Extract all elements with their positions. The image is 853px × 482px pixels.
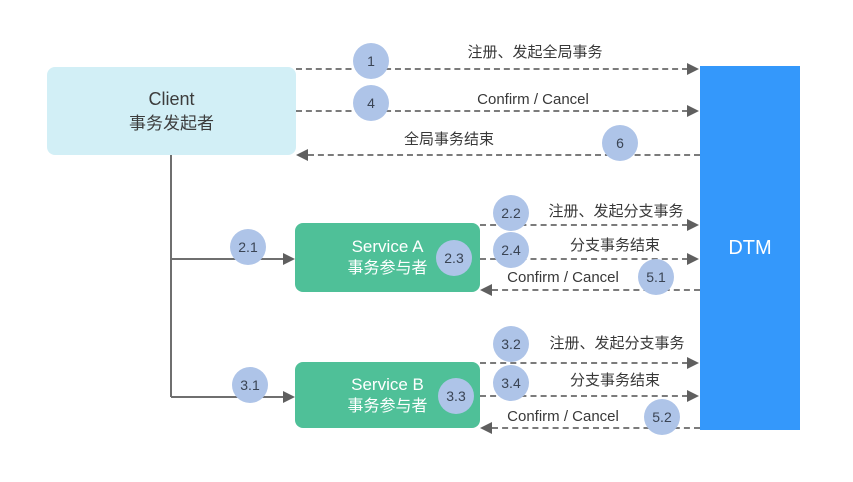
- arrowhead-right-icon: [687, 63, 699, 75]
- service-b-title: Service B: [351, 374, 424, 394]
- arrowhead-right-icon: [687, 105, 699, 117]
- arrowhead-right-icon: [687, 219, 699, 231]
- step-badge-4: 4: [353, 85, 389, 121]
- step-badge-2-4: 2.4: [493, 232, 529, 268]
- label-branch-finished-a: 分支事务结束: [569, 237, 661, 254]
- label-confirm-cancel-b: Confirm / Cancel: [507, 408, 619, 425]
- arrowhead-left-icon: [480, 422, 492, 434]
- label-global-finished: 全局事务结束: [403, 131, 495, 148]
- label-branch-finished-b: 分支事务结束: [569, 372, 661, 389]
- flow-line-confirm-cancel-a: [492, 289, 700, 291]
- arrowhead-left-icon: [480, 284, 492, 296]
- arrowhead-right-icon: [687, 357, 699, 369]
- arrowhead-right-icon: [283, 253, 295, 265]
- flow-line-register-global: [296, 68, 688, 70]
- step-badge-3-2: 3.2: [493, 326, 529, 362]
- label-register-branch-a: 注册、发起分支事务: [548, 203, 684, 220]
- label-register-global: 注册、发起全局事务: [467, 44, 603, 61]
- step-badge-5-1: 5.1: [638, 259, 674, 295]
- node-client: Client 事务发起者: [47, 67, 296, 155]
- label-confirm-cancel-a: Confirm / Cancel: [507, 269, 619, 286]
- step-badge-2-3: 2.3: [436, 240, 472, 276]
- service-b-subtitle: 事务参与者: [347, 397, 428, 415]
- step-badge-1: 1: [353, 43, 389, 79]
- label-confirm-cancel-global: Confirm / Cancel: [477, 91, 589, 108]
- flow-line-register-branch-a: [480, 224, 688, 226]
- node-dtm: DTM: [700, 66, 800, 430]
- flow-line-branch-finished-b: [480, 395, 688, 397]
- step-badge-3-3: 3.3: [438, 378, 474, 414]
- flow-line-register-branch-b: [480, 362, 688, 364]
- arrowhead-right-icon: [687, 390, 699, 402]
- step-badge-2-1: 2.1: [230, 229, 266, 265]
- client-title: Client: [148, 88, 195, 109]
- service-a-title: Service A: [351, 237, 424, 256]
- branch-line-to-service-b: [171, 396, 284, 398]
- step-badge-2-2: 2.2: [493, 195, 529, 231]
- step-badge-3-4: 3.4: [493, 365, 529, 401]
- flow-line-global-finished: [308, 154, 700, 156]
- flow-line-confirm-cancel-global: [296, 110, 688, 112]
- flow-line-branch-finished-a: [480, 258, 688, 260]
- arrowhead-right-icon: [687, 253, 699, 265]
- arrowhead-left-icon: [296, 149, 308, 161]
- dtm-title: DTM: [728, 236, 772, 259]
- arrowhead-right-icon: [283, 391, 295, 403]
- branch-line-vertical: [170, 155, 172, 397]
- step-badge-5-2: 5.2: [644, 399, 680, 435]
- client-subtitle: 事务发起者: [129, 113, 214, 133]
- label-register-branch-b: 注册、发起分支事务: [549, 335, 685, 352]
- step-badge-3-1: 3.1: [232, 367, 268, 403]
- branch-line-to-service-a: [171, 258, 284, 260]
- flow-line-confirm-cancel-b: [492, 427, 700, 429]
- step-badge-6: 6: [602, 125, 638, 161]
- service-a-subtitle: 事务参与者: [347, 260, 428, 277]
